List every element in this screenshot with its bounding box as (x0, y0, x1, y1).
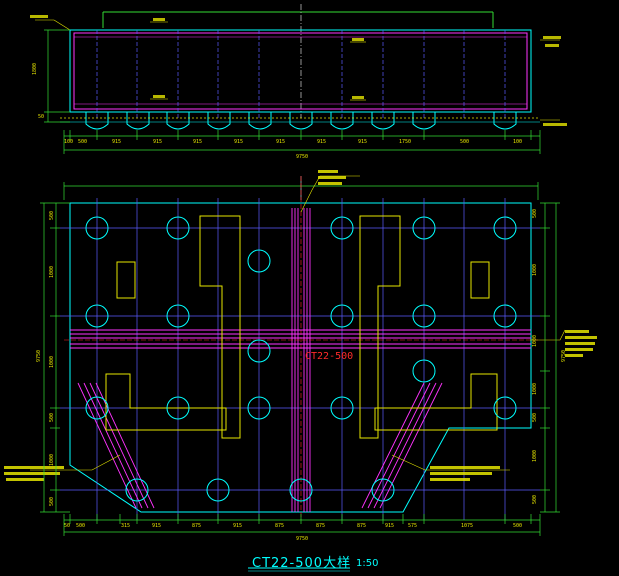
section-tag: CT22-500 (305, 351, 354, 362)
elev-dim-6: 915 (276, 139, 285, 145)
plan-right-dim-6: 500 (532, 495, 538, 504)
plan-dim-0: 50 (64, 523, 70, 529)
elev-dim-4: 915 (193, 139, 202, 145)
elevation-left-dim-2: 50 (38, 114, 44, 120)
plan-dim-7: 875 (316, 523, 325, 529)
plan-dim-1: 500 (76, 523, 85, 529)
elevation-view: 1800 50 100 500 915 915 915 (30, 4, 567, 160)
plan-dim-9: 915 (385, 523, 394, 529)
elev-dim-8: 915 (358, 139, 367, 145)
plan-cap-outline (69, 202, 532, 513)
elev-dim-12: 9750 (296, 154, 308, 160)
elev-dim-9: 1750 (399, 139, 411, 145)
plan-horizontal-grid (60, 227, 540, 491)
elevation-left-dim-1: 1800 (32, 63, 38, 75)
plan-right-dimension (540, 202, 560, 513)
plan-left-dim-1: 1000 (49, 266, 55, 278)
elev-dim-3: 915 (153, 139, 162, 145)
plan-piles (85, 216, 517, 502)
plan-right-dim-0: 500 (532, 209, 538, 218)
plan-vertical-grid (96, 198, 506, 520)
plan-dim-2: 315 (121, 523, 130, 529)
plan-left-dim-5: 500 (49, 497, 55, 506)
plan-right-dim-5: 1000 (532, 450, 538, 462)
plan-dim-10: 575 (408, 523, 417, 529)
plan-right-dim-2: 1000 (532, 335, 538, 347)
plan-right-dim-1: 1000 (532, 264, 538, 276)
drawing-scale: 1:50 (356, 558, 379, 569)
elev-dim-7: 915 (317, 139, 326, 145)
elevation-rebar-cage (73, 32, 528, 110)
plan-dim-8: 875 (357, 523, 366, 529)
elev-dim-0: 100 (64, 139, 73, 145)
elevation-bottom-dimension (63, 130, 541, 154)
elevation-grid (96, 30, 506, 118)
plan-horizontal-rebar-band (70, 329, 531, 349)
plan-dim-total: 9750 (296, 536, 308, 542)
plan-dim-5: 915 (233, 523, 242, 529)
plan-right-total: 9750 (561, 350, 567, 362)
plan-openings (105, 215, 498, 439)
plan-left-dim-3: 500 (49, 413, 55, 422)
plan-dim-3: 915 (152, 523, 161, 529)
plan-left-total: 9750 (36, 350, 42, 362)
plan-right-dim-4: 500 (532, 413, 538, 422)
plan-left-dimension (40, 202, 70, 513)
plan-view: 500 1000 1000 1000 500 1000 500 9750 500… (4, 170, 597, 542)
plan-diagonal-rebar-left (77, 382, 155, 509)
plan-left-dim-2: 1000 (49, 356, 55, 368)
plan-dim-11: 1075 (461, 523, 473, 529)
plan-bottom-dimension (63, 514, 541, 536)
plan-vertical-rebar-band (291, 208, 311, 512)
plan-dim-12: 500 (513, 523, 522, 529)
plan-diagonal-rebar-right (361, 382, 443, 509)
drawing-title: CT22-500大样 (252, 556, 352, 571)
plan-dim-6: 875 (275, 523, 284, 529)
plan-right-dim-3: 1000 (532, 383, 538, 395)
elevation-cap-outline (69, 29, 532, 113)
plan-left-dim-4: 1000 (49, 454, 55, 466)
elev-dim-2: 915 (112, 139, 121, 145)
elev-dim-11: 100 (513, 139, 522, 145)
elev-dim-5: 915 (234, 139, 243, 145)
elevation-left-dimension (44, 29, 70, 123)
plan-dim-4: 875 (192, 523, 201, 529)
elev-dim-1: 500 (78, 139, 87, 145)
plan-left-dim-0: 500 (49, 211, 55, 220)
elevation-pile-heads (85, 112, 517, 130)
elev-dim-10: 500 (460, 139, 469, 145)
